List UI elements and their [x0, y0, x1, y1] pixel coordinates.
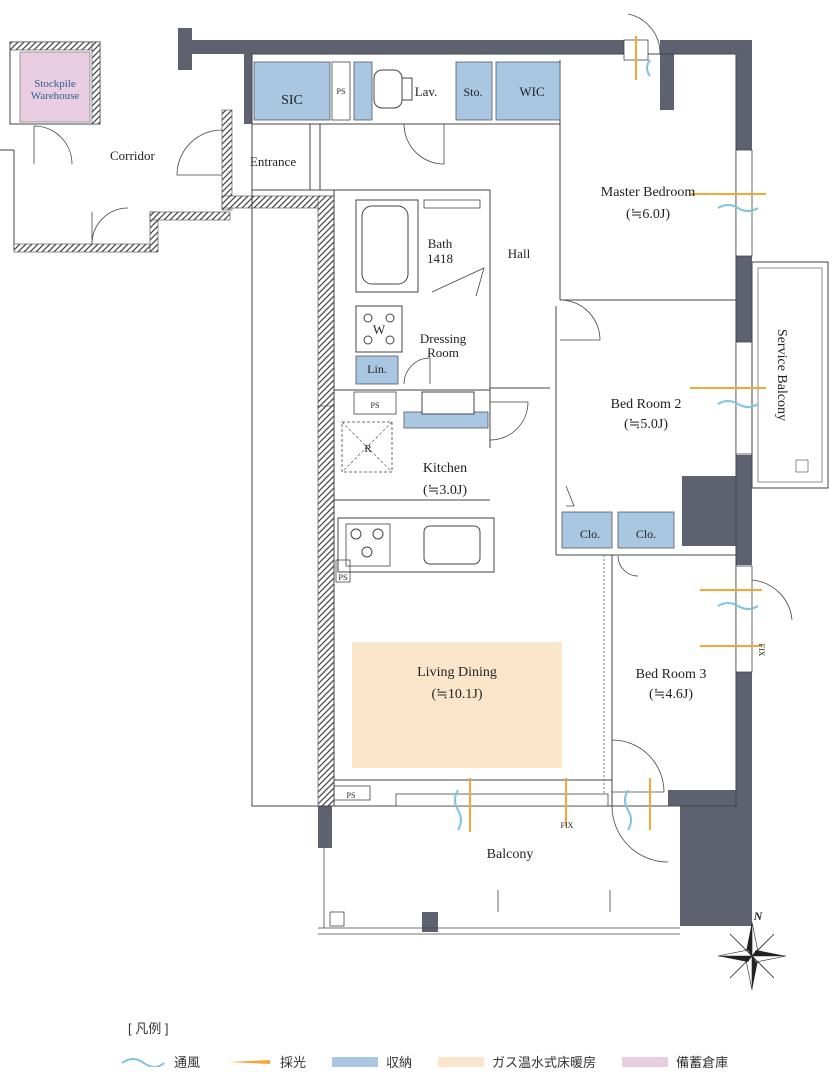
floor-heating-swatch	[438, 1056, 485, 1067]
legend-daylight: 採光	[226, 1052, 306, 1071]
north-label: N	[753, 909, 764, 923]
refrigerator-icon	[341, 421, 393, 473]
balcony	[318, 848, 680, 935]
kitchen-label: Kitchen	[423, 461, 467, 476]
living-dining-size: (≒10.1J)	[431, 687, 482, 702]
hall-label: Hall	[508, 246, 531, 261]
ventilation-markers	[454, 59, 759, 831]
bed-room-2-size: (≒5.0J)	[624, 417, 668, 432]
lin-storage	[355, 355, 399, 385]
entrance-label: Entrance	[250, 154, 296, 169]
burner-icon	[350, 528, 362, 540]
doors	[403, 13, 793, 863]
living-dining-label: Living Dining	[417, 665, 497, 680]
storage-blocks	[253, 61, 675, 549]
bath-size-label: 1418	[427, 251, 453, 266]
fix-label: FIX	[757, 644, 766, 657]
toilet-icon	[373, 69, 413, 109]
legend-items: 通風 採光 収納 ガス温水式床暖房 備蓄倉庫	[120, 1052, 754, 1071]
sto-label: Sto.	[463, 85, 482, 99]
ps-label: PS	[339, 573, 348, 582]
fix-label: FIX	[561, 821, 574, 830]
corridor-label: Corridor	[110, 148, 155, 163]
stockpile-swatch	[622, 1056, 669, 1067]
bath-fixture	[355, 199, 485, 297]
kitchen-counter	[337, 517, 495, 573]
ventilation-wave-icon	[121, 1057, 165, 1067]
clo-label-1: Clo.	[580, 527, 600, 541]
legend-title: [ 凡例 ]	[128, 1021, 169, 1036]
vanity-fixture	[421, 391, 475, 415]
w-label: W	[373, 322, 386, 337]
service-balcony	[751, 261, 829, 489]
sic-storage	[253, 61, 331, 121]
lav-label: Lav.	[415, 84, 438, 99]
service-balcony-label: Service Balcony	[774, 329, 789, 421]
sink-icon	[423, 525, 481, 565]
sic-label: SIC	[281, 93, 303, 108]
outer-walls	[178, 28, 752, 932]
daylight-markers	[469, 36, 766, 832]
legend-label: 備蓄倉庫	[676, 1055, 729, 1070]
bed-room-3-size: (≒4.6J)	[649, 687, 693, 702]
bed-room-2-label: Bed Room 2	[611, 397, 682, 412]
ps-shafts	[331, 61, 397, 801]
storage-swatch	[332, 1056, 379, 1067]
legend-label: ガス温水式床暖房	[492, 1055, 597, 1070]
washing-machine-icon	[355, 305, 403, 353]
legend-label: 採光	[280, 1055, 307, 1070]
clo-label-2: Clo.	[636, 527, 656, 541]
burner-icon	[361, 546, 373, 558]
lin-label: Lin.	[367, 362, 387, 376]
dressing-door-icon[interactable]	[403, 357, 431, 385]
master-bedroom-label: Master Bedroom	[601, 185, 696, 200]
bath-label: Bath	[428, 236, 453, 251]
ps-label: PS	[347, 791, 356, 800]
clo-storage-1	[561, 511, 613, 549]
legend-floor-heating: ガス温水式床暖房	[438, 1052, 596, 1071]
floor-heating-area	[352, 642, 562, 768]
sto-storage	[455, 61, 493, 121]
master-bedroom-size: (≒6.0J)	[626, 207, 670, 222]
legend-storage: 収納	[332, 1052, 412, 1071]
burner-icon	[372, 528, 384, 540]
corridor-walls	[0, 129, 231, 253]
wic-label: WIC	[519, 84, 544, 99]
ps-label: PS	[371, 401, 380, 410]
balcony-label: Balcony	[487, 847, 534, 862]
bed-room-3-label: Bed Room 3	[636, 667, 707, 682]
daylight-ray-icon	[228, 1059, 271, 1064]
kitchen-size: (≒3.0J)	[423, 483, 467, 498]
clo-storage-2	[617, 511, 675, 549]
ps-label: PS	[337, 87, 346, 96]
north-compass-icon	[717, 921, 787, 991]
legend-label: 収納	[386, 1055, 413, 1070]
legend: [ 凡例 ] 通風 採光 収納 ガス温水式床暖房 備蓄倉庫	[120, 1018, 820, 1072]
legend-stockpile: 備蓄倉庫	[622, 1052, 728, 1071]
legend-label: 通風	[174, 1055, 201, 1070]
wic-storage	[495, 61, 561, 121]
entrance-door-icon[interactable]	[176, 129, 223, 176]
legend-ventilation: 通風	[120, 1052, 200, 1071]
r-label: R	[364, 443, 372, 455]
